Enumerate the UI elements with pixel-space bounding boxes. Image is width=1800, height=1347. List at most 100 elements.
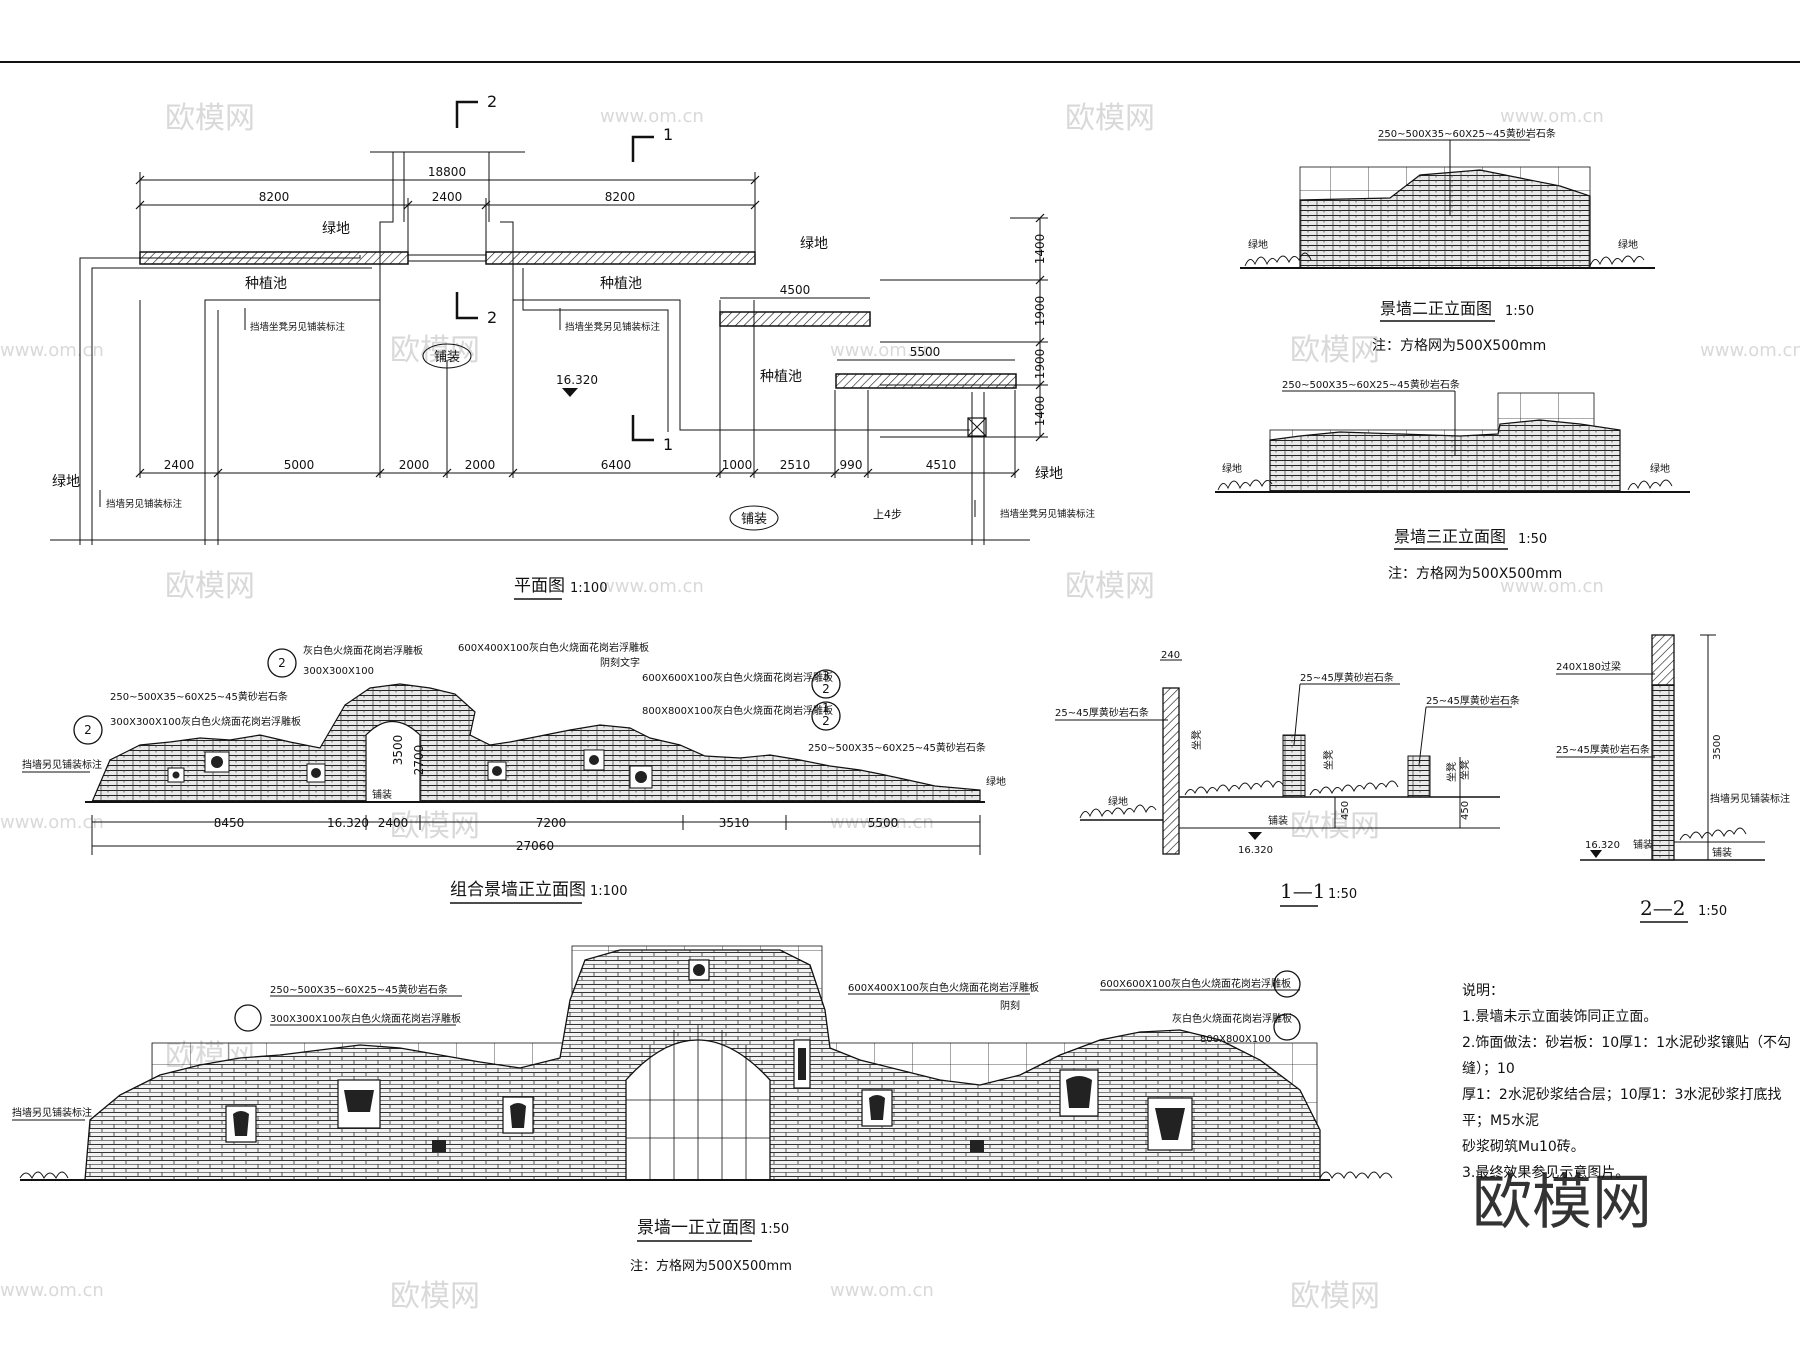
combo-callout: 250~500X35~60X25~45黄砂岩石条: [110, 690, 288, 703]
plan-label-paving: 铺装: [434, 350, 460, 365]
combo-dim: 3510: [719, 816, 750, 830]
combo-height: 3500: [391, 735, 405, 766]
section-mark-label: 1: [663, 435, 673, 454]
sec11-height: 450: [1340, 801, 1351, 820]
section-2-2: 240X180过梁 25~45厚黄砂岩石条 3500 挡墙另见铺装标注 16.3…: [1556, 634, 1790, 923]
wall3-green: 绿地: [1222, 462, 1242, 475]
wall2-elevation: 绿地 绿地 250~500X35~60X25~45黄砂岩石条 景墙二正立面图 1…: [1240, 127, 1655, 354]
notes-block: 说明： 1.景墙未示立面装饰同正立面。 2.饰面做法：砂岩板：10厚1：1水泥砂…: [1462, 978, 1792, 1186]
plan-note: 挡墙坐凳另见铺装标注: [250, 321, 346, 333]
wall3-scale: 1:50: [1518, 532, 1547, 547]
watermarks: 欧模网 欧模网 欧模网 欧模网 欧模网 欧模网 欧模网 欧模网 欧模网 欧模网 …: [165, 101, 1380, 1314]
sec11-label: 坐凳: [1323, 750, 1335, 770]
callout-symbol: [267, 648, 297, 678]
section-mark-label: 2: [487, 308, 497, 327]
combo-dim: 2400: [378, 816, 409, 830]
sec11-height: 450: [1460, 801, 1471, 820]
notes-item: 砂浆砌筑Mu10砖。: [1462, 1139, 1585, 1155]
plan-dim-5500: 5500: [910, 345, 941, 359]
wall2-scale: 1:50: [1505, 304, 1534, 319]
plan-title: 平面图: [514, 576, 565, 596]
sec11-title: 1—1: [1280, 879, 1325, 903]
section-mark-label: 1: [663, 125, 673, 144]
sec11-label: 坐凳: [1446, 762, 1458, 782]
section-mark-label: 2: [487, 92, 497, 111]
combo-height: 2700: [412, 745, 426, 776]
watermark-logo: 欧模网: [1065, 569, 1155, 604]
combo-scale: 1:100: [590, 884, 627, 899]
sec11-label: 坐凳: [1459, 760, 1471, 780]
sec11-paving: 铺装: [1268, 814, 1288, 827]
watermark-url: www.om.cn: [1500, 106, 1604, 127]
wall1-callout: 600X600X100灰白色火烧面花岗岩浮雕板: [1100, 977, 1291, 990]
plan-scale: 1:100: [570, 581, 607, 596]
plan-top-dim: 2400: [432, 190, 463, 204]
combo-dim: 7200: [536, 816, 567, 830]
wall1-title: 景墙一正立面图: [637, 1218, 756, 1238]
watermark-logo: 欧模网: [1290, 333, 1380, 368]
callout-symbol-number: 2: [278, 656, 286, 670]
combo-paving: 铺装: [372, 788, 392, 801]
plan-wall-right: [485, 251, 756, 265]
callout-symbol: [811, 701, 841, 731]
wall1-callout: 800X800X100: [1200, 1034, 1271, 1045]
wall1-scale: 1:50: [760, 1222, 789, 1237]
plan-bottom-dim: 1000: [722, 458, 753, 472]
wall3-stone-mass: [1269, 419, 1621, 493]
plan-label-pool: 种植池: [245, 276, 287, 292]
sec22-callout: 25~45厚黄砂岩石条: [1556, 743, 1650, 756]
section-wall: [1162, 687, 1180, 855]
watermark-url: www.om.cn: [600, 106, 704, 127]
section-beam: [1651, 634, 1675, 686]
watermark-logo: 欧模网: [390, 333, 480, 368]
combo-callout: 300X300X100: [303, 666, 374, 677]
sec22-callout: 240X180过梁: [1556, 660, 1621, 673]
watermark-url: www.om.cn: [1500, 576, 1604, 597]
plan-top-dim: 8200: [259, 190, 290, 204]
sec22-elev: 16.320: [1585, 840, 1620, 851]
combo-elev: 16.320: [327, 816, 369, 830]
plan-top-dim: 8200: [605, 190, 636, 204]
plan-label-green: 绿地: [52, 474, 80, 490]
plan-right-dim: 1400: [1033, 396, 1047, 427]
plan-wall-seat-5500: [835, 373, 1017, 389]
wall2-green: 绿地: [1248, 238, 1268, 251]
combo-callout: 600X600X100灰白色火烧面花岗岩浮雕板: [642, 671, 833, 684]
notes-item: 厚1：2水泥砂浆结合层；10厚1：3水泥砂浆打底找平；M5水泥: [1462, 1087, 1782, 1129]
combo-dim: 5500: [868, 816, 899, 830]
watermark-logo: 欧模网: [165, 101, 255, 136]
sec22-paving: 铺装: [1712, 846, 1732, 859]
callout-symbol: [234, 1004, 262, 1032]
watermark-big: 欧模网: [1472, 1168, 1652, 1238]
watermark-url: www.om.cn: [1700, 340, 1800, 361]
wall2-title: 景墙二正立面图: [1380, 299, 1492, 318]
combo-total: 27060: [516, 839, 554, 853]
wall3-callout: 250~500X35~60X25~45黄砂岩石条: [1282, 378, 1460, 391]
plan-label-step: 上4步: [873, 508, 902, 521]
combo-green: 绿地: [986, 775, 1006, 788]
plan-total-dim: 18800: [428, 165, 466, 179]
plan-label-green: 绿地: [322, 221, 350, 237]
plan-bottom-dim: 990: [840, 458, 863, 472]
sec11-scale: 1:50: [1328, 887, 1357, 902]
notes-item: 3.最终效果参见示意图片。: [1462, 1165, 1630, 1181]
combo-callout: 250~500X35~60X25~45黄砂岩石条: [808, 741, 986, 754]
plan-right-dim: 1900: [1033, 296, 1047, 327]
wall2-stone-mass: [1299, 169, 1591, 269]
section-pier: [1651, 684, 1675, 861]
notes-item: 2.饰面做法：砂岩板：10厚1：1水泥砂浆镶贴（不勾缝）；10: [1462, 1035, 1791, 1077]
combo-callout: 600X400X100灰白色火烧面花岗岩浮雕板: [458, 641, 649, 654]
callout-symbol-number: 2: [84, 723, 92, 737]
sec11-green: 绿地: [1108, 795, 1128, 808]
combo-note: 挡墙另见铺装标注: [22, 758, 102, 771]
combo-callout: 800X800X100灰白色火烧面花岗岩浮雕板: [642, 704, 833, 717]
wall1-callout: 阴刻: [1000, 999, 1020, 1012]
watermark-logo: 欧模网: [390, 1279, 480, 1314]
wall3-title: 景墙三正立面图: [1394, 527, 1506, 546]
plan-note: 挡墙坐凳另见铺装标注: [1000, 508, 1096, 520]
watermark-url: www.om.cn: [830, 1280, 934, 1301]
callout-symbol: [1273, 970, 1301, 998]
wall2-green: 绿地: [1618, 238, 1638, 251]
watermark-url: www.om.cn: [0, 1280, 104, 1301]
